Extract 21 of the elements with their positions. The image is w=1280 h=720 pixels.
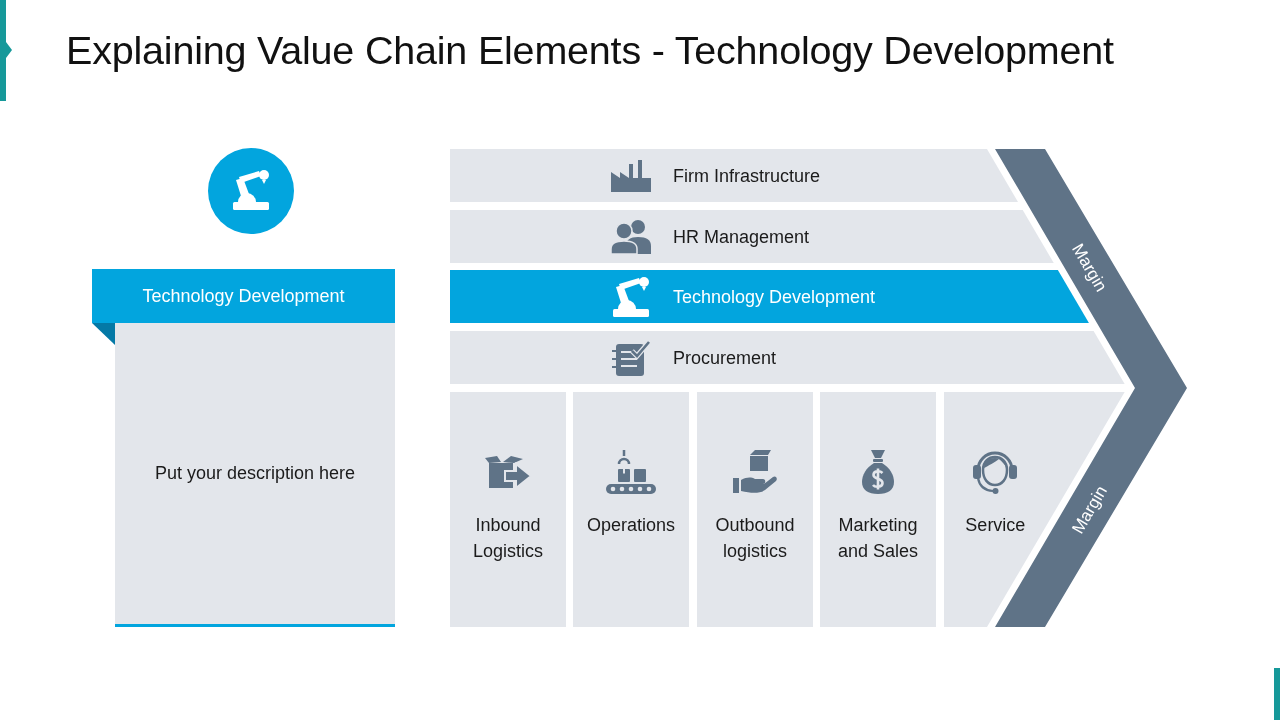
primary-activity-column [450, 392, 566, 627]
primary-activity-column [573, 392, 689, 627]
activity-label: Procurement [673, 346, 777, 370]
primary-activity-column [820, 392, 936, 627]
activity-label: Operations [585, 514, 677, 537]
activity-label: Outbound logistics [714, 514, 796, 563]
primary-activity-column [944, 392, 1125, 627]
activity-label: HR Management [673, 225, 810, 249]
activity-label: Service [964, 514, 1027, 537]
support-activity-band [450, 210, 1054, 263]
slide-title: Explaining Value Chain Elements - Technology Development [66, 27, 1114, 74]
activity-label: Firm Infrastructure [673, 164, 821, 188]
activity-label: Inbound Logistics [472, 514, 544, 563]
activity-label: Technology Development [673, 285, 876, 309]
primary-activity-column [697, 392, 813, 627]
description-card [92, 269, 395, 627]
support-activity-band [450, 331, 1125, 384]
support-activity-band [450, 149, 1019, 202]
card-header: Technology Development [92, 269, 395, 323]
activity-label: Marketing and Sales [836, 514, 920, 563]
description-text: Put your description here [153, 462, 357, 485]
